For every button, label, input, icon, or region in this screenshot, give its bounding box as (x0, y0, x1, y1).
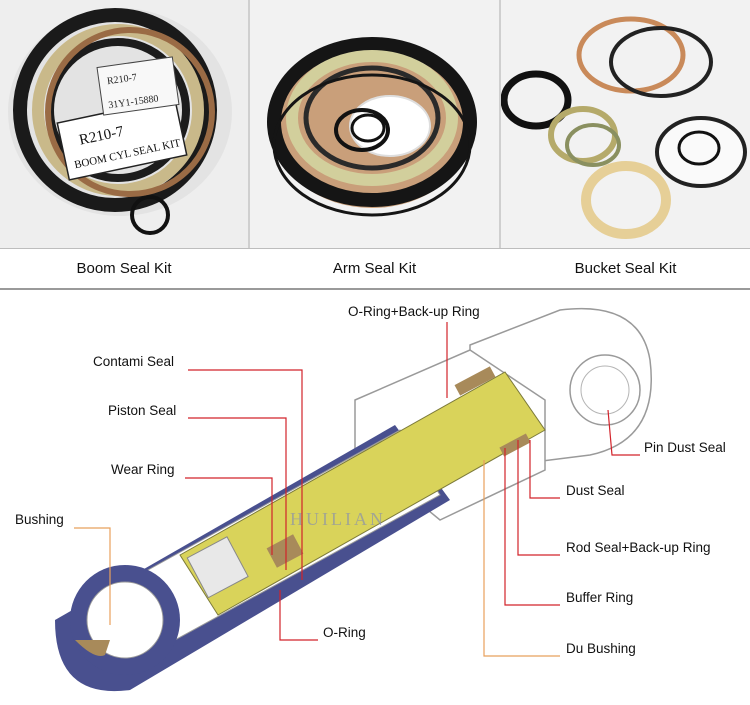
photo-divider-2 (499, 0, 501, 248)
label-du-bushing: Du Bushing (566, 641, 636, 656)
seal-details (266, 366, 531, 568)
photo-divider-1 (248, 0, 250, 248)
label-rod-seal-backup-ring: Rod Seal+Back-up Ring (566, 540, 711, 555)
leader-contami-seal (188, 369, 303, 580)
leader-lines (74, 322, 640, 657)
tag-label-model: R210-7 (106, 72, 137, 87)
leader-rod-seal (517, 440, 560, 556)
label-oring-backup-ring: O-Ring+Back-up Ring (348, 304, 480, 319)
leader-pin-dust-seal (607, 409, 640, 456)
arm-seal-kit-image (250, 0, 499, 248)
arm-seal-kit-photo (250, 0, 499, 248)
leader-wear-ring (185, 477, 273, 555)
boom-seal-kit-image: R210-7 BOOM CYL SEAL KIT R210-7 31Y1-158… (0, 0, 248, 248)
label-dust-seal: Dust Seal (566, 483, 625, 498)
boom-seal-kit-caption: Boom Seal Kit (76, 260, 172, 277)
leader-o-ring (279, 590, 318, 641)
label-piston-seal: Piston Seal (108, 403, 177, 418)
leader-piston-seal (188, 417, 287, 570)
leader-du-bushing (483, 460, 560, 657)
bucket-seal-kit-photo (501, 0, 750, 248)
label-buffer-ring: Buffer Ring (566, 590, 634, 605)
base-eye (70, 565, 180, 675)
boom-seal-kit-photo: R210-7 BOOM CYL SEAL KIT R210-7 31Y1-158… (0, 0, 248, 248)
bucket-seal-kit-caption: Bucket Seal Kit (574, 260, 677, 277)
bucket-seal-kit-image (501, 0, 750, 248)
label-pin-dust-seal: Pin Dust Seal (644, 440, 726, 455)
piston-thread (186, 536, 249, 599)
arm-seal-kit-caption: Arm Seal Kit (332, 260, 417, 277)
label-contami-seal: Contami Seal (93, 354, 175, 369)
label-o-ring: O-Ring (323, 625, 366, 640)
label-bushing: Bushing (15, 512, 64, 527)
leader-bushing (74, 527, 111, 625)
label-wear-ring: Wear Ring (111, 462, 175, 477)
leader-buffer-ring (504, 448, 560, 606)
caption-top-rule (0, 248, 750, 249)
cylinder-cutaway-diagram: HUILIAN (0, 290, 750, 705)
watermark-text: HUILIAN (290, 509, 386, 529)
leader-dust-seal (529, 440, 560, 499)
section-divider (0, 288, 750, 290)
